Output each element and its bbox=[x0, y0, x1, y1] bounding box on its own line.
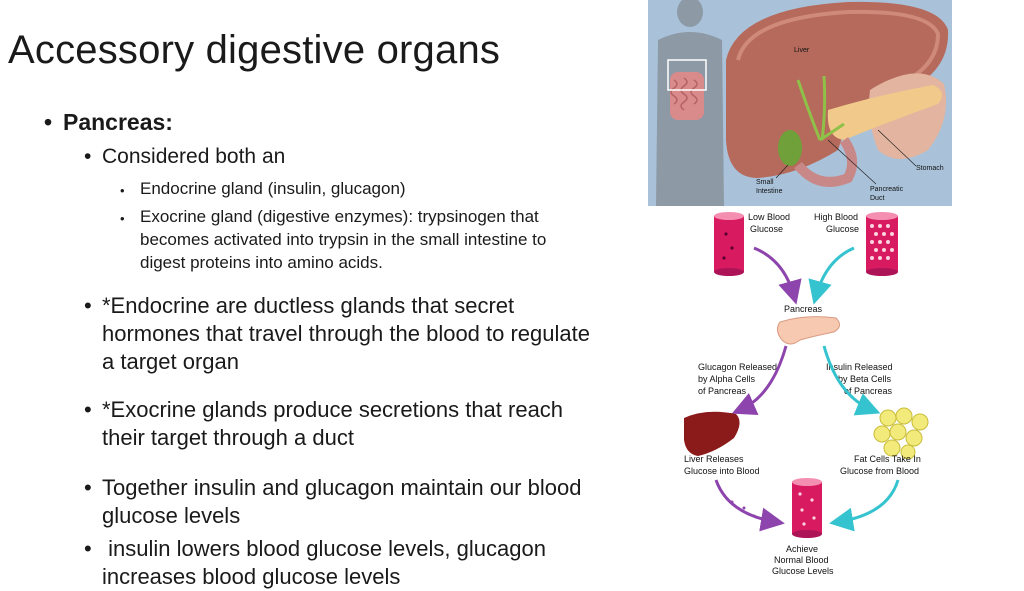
together-line: Together insulin and glucagon maintain o… bbox=[102, 475, 582, 500]
slide-title: Accessory digestive organs bbox=[8, 28, 501, 72]
low-glucose-label: Glucose bbox=[750, 224, 783, 234]
bullet-exocrine-definition: • *Exocrine glands produce secretions th… bbox=[84, 396, 644, 452]
bullet-glyph: • bbox=[84, 475, 92, 500]
high-glucose-vessel bbox=[866, 212, 898, 276]
endocrine-def-line: hormones that travel through the blood t… bbox=[102, 321, 590, 346]
bullet-insulin-glucagon: • insulin lowers blood glucose levels, g… bbox=[84, 535, 644, 591]
pancreas-label: Pancreas bbox=[784, 304, 823, 314]
zoom-box bbox=[667, 59, 707, 91]
exocrine-def-line: *Exocrine glands produce secretions that… bbox=[102, 397, 564, 422]
bullet-glyph: • bbox=[120, 211, 125, 226]
insulin-label: by Beta Cells bbox=[838, 374, 892, 384]
liver-releases-label: Glucose into Blood bbox=[684, 466, 760, 476]
arrow-pancreas-to-liver bbox=[731, 345, 788, 415]
achieve-label: Glucose Levels bbox=[772, 566, 834, 576]
low-glucose-label: Low Blood bbox=[748, 212, 790, 222]
bile-ducts bbox=[796, 75, 845, 142]
bullet-endocrine-gland: • Endocrine gland (insulin, glucagon) bbox=[120, 177, 406, 200]
bullet-glyph: • bbox=[120, 183, 125, 198]
insulin-line: increases blood glucose levels bbox=[102, 564, 401, 589]
exocrine-def-line: their target through a duct bbox=[102, 425, 354, 450]
low-glucose-vessel bbox=[714, 212, 744, 276]
fat-cells-icon bbox=[873, 407, 929, 460]
exocrine-line: becomes activated into trypsin in the sm… bbox=[140, 230, 547, 249]
duodenum bbox=[794, 137, 858, 187]
arrow-pancreas-to-fat bbox=[822, 345, 881, 416]
label-pancreatic-duct: Pancreatic bbox=[870, 186, 904, 193]
arrow-liver-to-normal bbox=[714, 479, 785, 532]
exocrine-line: digest proteins into amino acids. bbox=[140, 253, 383, 272]
glucose-svg: Low Blood Glucose High Blood Glucose Pan… bbox=[684, 212, 929, 576]
bullet-glyph: • bbox=[84, 397, 92, 422]
pancreas-icon bbox=[776, 316, 840, 345]
together-line: glucose levels bbox=[102, 503, 241, 528]
label-small-intestine: Intestine bbox=[756, 188, 783, 195]
fat-cells-label: Fat Cells Take In bbox=[854, 454, 921, 464]
bullet-exocrine-gland: • Exocrine gland (digestive enzymes): tr… bbox=[120, 205, 546, 274]
endocrine-gland-text: Endocrine gland (insulin, glucagon) bbox=[140, 179, 406, 198]
bullet-endocrine-definition: • *Endocrine are ductless glands that se… bbox=[84, 292, 644, 376]
bullet-glyph: • bbox=[84, 145, 92, 168]
endocrine-def-line: *Endocrine are ductless glands that secr… bbox=[102, 293, 515, 318]
insulin-label: Insulin Released bbox=[826, 362, 893, 372]
endocrine-def-line: a target organ bbox=[102, 349, 239, 374]
bullet-together: • Together insulin and glucagon maintain… bbox=[84, 474, 644, 530]
arrow-low-to-pancreas bbox=[753, 246, 802, 305]
bullet-glyph: • bbox=[44, 109, 53, 135]
arrow-fat-to-normal bbox=[829, 479, 900, 532]
anatomy-svg: Liver Stomach Small Intestine Pancreatic… bbox=[648, 0, 952, 206]
leader-line bbox=[877, 129, 917, 167]
small-intestine-thumbnail bbox=[670, 72, 704, 120]
exocrine-line: Exocrine gland (digestive enzymes): tryp… bbox=[140, 207, 539, 226]
glucose-regulation-diagram: Low Blood Glucose High Blood Glucose Pan… bbox=[676, 208, 936, 576]
anatomy-illustration: Liver Stomach Small Intestine Pancreatic… bbox=[648, 0, 952, 206]
normal-glucose-vessel bbox=[792, 478, 822, 538]
achieve-label: Achieve bbox=[786, 544, 818, 554]
label-stomach: Stomach bbox=[916, 165, 944, 172]
bullet-glyph: • bbox=[84, 293, 92, 318]
glucagon-label: of Pancreas bbox=[698, 386, 747, 396]
insulin-line: insulin lowers blood glucose levels, glu… bbox=[102, 536, 546, 561]
pancreas-heading: Pancreas: bbox=[63, 109, 173, 135]
liver bbox=[726, 1, 949, 178]
gallbladder bbox=[778, 130, 802, 166]
arrow-high-to-pancreas bbox=[808, 246, 855, 305]
label-small-intestine: Small bbox=[756, 179, 774, 186]
high-glucose-label: High Blood bbox=[814, 212, 858, 222]
liver-icon bbox=[684, 411, 740, 456]
label-pancreatic-duct: Duct bbox=[870, 195, 884, 202]
high-glucose-label: Glucose bbox=[826, 224, 859, 234]
bullet-glyph: • bbox=[84, 536, 92, 561]
pancreas bbox=[827, 85, 942, 140]
fat-cells-label: Glucose from Blood bbox=[840, 466, 919, 476]
achieve-label: Normal Blood bbox=[774, 555, 829, 565]
label-liver: Liver bbox=[794, 47, 810, 54]
leader-line bbox=[827, 139, 877, 185]
insulin-label: of Pancreas bbox=[844, 386, 893, 396]
liver-releases-label: Liver Releases bbox=[684, 454, 744, 464]
considered-text: Considered both an bbox=[102, 145, 286, 168]
glucose-dots bbox=[730, 500, 766, 518]
bullet-considered: • Considered both an bbox=[84, 145, 285, 169]
glucagon-label: Glucagon Released bbox=[698, 362, 777, 372]
bullet-pancreas: • Pancreas: bbox=[44, 109, 173, 136]
glucagon-label: by Alpha Cells bbox=[698, 374, 756, 384]
leader-line bbox=[775, 164, 789, 179]
